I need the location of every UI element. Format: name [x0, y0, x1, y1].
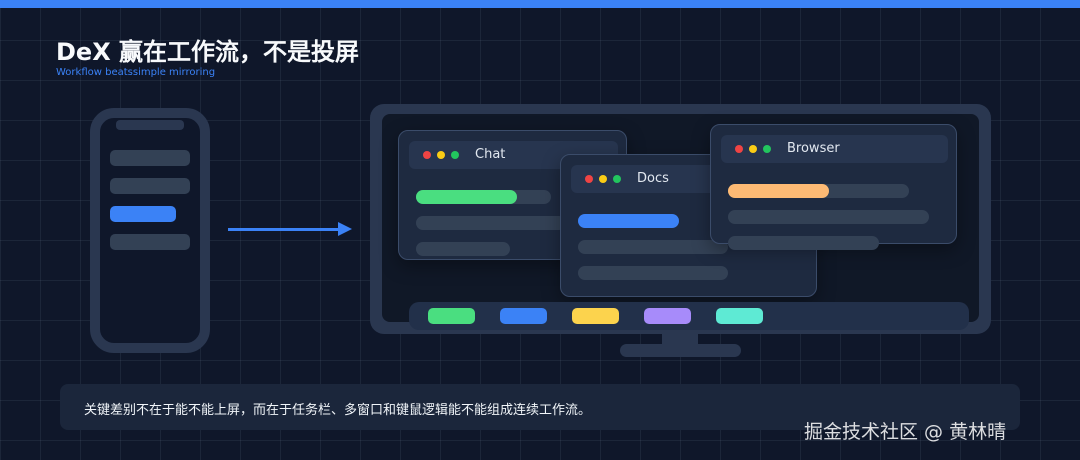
maximize-dot-icon: [613, 175, 621, 183]
maximize-dot-icon: [451, 151, 459, 159]
taskbar-app-blue: [500, 308, 547, 324]
arrow-line: [228, 228, 340, 231]
browser-window-titlebar: Browser: [721, 135, 948, 163]
browser-window-title: Browser: [787, 141, 840, 156]
close-dot-icon: [735, 145, 743, 153]
close-dot-icon: [423, 151, 431, 159]
content-line: [728, 210, 929, 224]
content-line-green: [416, 190, 517, 204]
caption-box: 关键差别不在于能不能上屏，而在于任务栏、多窗口和键鼠逻辑能不能组成连续工作流。: [60, 384, 1020, 430]
chat-window-title: Chat: [475, 147, 506, 162]
content-line: [578, 266, 728, 280]
page-title: DeX 赢在工作流，不是投屏: [56, 38, 360, 66]
content-line: [416, 242, 510, 256]
page-subtitle: Workflow beatssimple mirroring: [56, 67, 216, 78]
docs-window-title: Docs: [637, 171, 669, 186]
phone-notch: [116, 120, 184, 130]
minimize-dot-icon: [437, 151, 445, 159]
top-accent-bar: [0, 0, 1080, 8]
minimize-dot-icon: [749, 145, 757, 153]
monitor-stand-neck: [662, 334, 698, 346]
desktop-monitor: Chat Docs Browser: [370, 104, 991, 334]
maximize-dot-icon: [763, 145, 771, 153]
taskbar-app-purple: [644, 308, 691, 324]
taskbar-app-yellow: [572, 308, 619, 324]
phone-list-item: [110, 150, 190, 166]
taskbar-app-teal: [716, 308, 763, 324]
phone-list-item-active: [110, 206, 176, 222]
caption-text: 关键差别不在于能不能上屏，而在于任务栏、多窗口和键鼠逻辑能不能组成连续工作流。: [84, 403, 592, 418]
content-line: [728, 236, 879, 250]
content-line: [578, 240, 728, 254]
close-dot-icon: [585, 175, 593, 183]
phone-list-item: [110, 178, 190, 194]
taskbar: [409, 302, 969, 330]
monitor-screen: Chat Docs Browser: [382, 114, 979, 330]
content-line-blue: [578, 214, 679, 228]
minimize-dot-icon: [599, 175, 607, 183]
monitor-stand-base: [620, 344, 741, 357]
phone-illustration: [90, 108, 210, 353]
watermark: 掘金技术社区 @ 黄林晴: [804, 421, 1007, 443]
browser-window: Browser: [710, 124, 957, 250]
content-line: [416, 216, 566, 230]
content-line-orange: [728, 184, 829, 198]
phone-list-item: [110, 234, 190, 250]
arrow-right-icon: [338, 222, 352, 236]
taskbar-app-green: [428, 308, 475, 324]
